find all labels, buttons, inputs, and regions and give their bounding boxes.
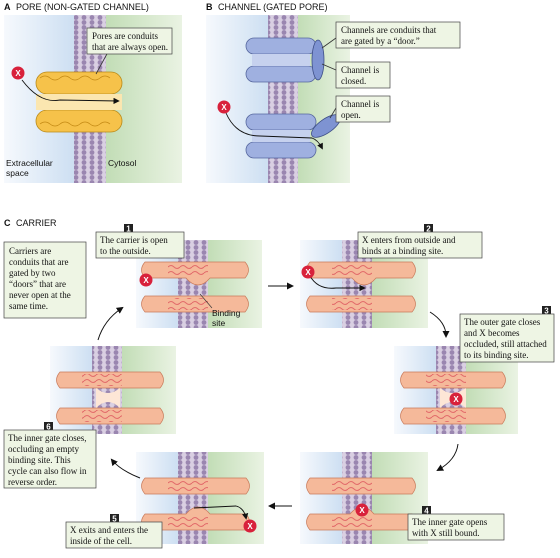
- arrow-6-to-1: [97, 306, 124, 341]
- svg-text:Channel is: Channel is: [341, 99, 380, 109]
- svg-text:to the outside.: to the outside.: [100, 246, 151, 256]
- svg-text:that are always open.: that are always open.: [92, 42, 168, 52]
- extracellular-label: Extracellular: [6, 158, 53, 168]
- closed-channel: [245, 37, 325, 83]
- step-2-callout: 2 X enters from outside and binds at a b…: [357, 224, 483, 259]
- svg-text:gated by two: gated by two: [9, 268, 56, 278]
- svg-text:same time.: same time.: [9, 301, 48, 311]
- x-marker: [11, 66, 25, 80]
- carrier-intro-callout: Carriers are conduits that are gated by …: [3, 241, 87, 319]
- x-marker: [139, 273, 153, 287]
- arrow-5-to-6: [110, 458, 141, 479]
- svg-text:open.: open.: [341, 110, 361, 120]
- panel-a-letter: A: [4, 2, 11, 12]
- svg-text:occluding an empty: occluding an empty: [8, 444, 79, 454]
- step-1-callout: 1 The carrier is open to the outside.: [95, 224, 185, 259]
- svg-text:with X still bound.: with X still bound.: [412, 528, 480, 538]
- step-6-callout: 6 The inner gate closes, occluding an em…: [3, 422, 97, 489]
- svg-text:Channels are conduits that: Channels are conduits that: [341, 25, 437, 35]
- svg-text:never open at the: never open at the: [9, 290, 71, 300]
- channel-flow-arrow: [225, 112, 323, 150]
- svg-text:conduits that are: conduits that are: [9, 257, 68, 267]
- panel-a: A PORE (NON-GATED CHANNEL) X Pores are c…: [4, 2, 182, 183]
- svg-text:2: 2: [426, 225, 431, 234]
- svg-text:The carrier is open: The carrier is open: [100, 235, 168, 245]
- panel-b-callout-door: Channels are conduits that are gated by …: [321, 21, 461, 49]
- pore-protein: [35, 71, 123, 133]
- svg-text:binding site. This: binding site. This: [8, 455, 71, 465]
- x-marker: [243, 519, 257, 533]
- svg-text:3: 3: [544, 307, 549, 316]
- panel-b-callout-closed: Channel is closed.: [321, 61, 391, 89]
- svg-text:X: X: [359, 506, 365, 515]
- svg-text:1: 1: [126, 225, 131, 234]
- svg-text:site: site: [212, 318, 226, 328]
- arrow-2-to-3: [429, 311, 450, 338]
- panel-c-title: CARRIER: [16, 218, 57, 228]
- x-marker: [301, 265, 315, 279]
- binding-site-label: Binding: [212, 308, 241, 318]
- svg-text:5: 5: [112, 515, 117, 524]
- cycle-arrows: [97, 282, 459, 510]
- svg-text:X exits and enters the: X exits and enters the: [70, 525, 148, 535]
- pore-flow-arrow: [21, 79, 120, 105]
- svg-text:X: X: [15, 69, 21, 78]
- svg-text:inside of the cell.: inside of the cell.: [70, 536, 132, 546]
- arrow-3-to-4: [436, 443, 459, 471]
- svg-text:Channel is: Channel is: [341, 65, 380, 75]
- svg-text:X: X: [305, 268, 311, 277]
- svg-text:4: 4: [424, 507, 429, 516]
- svg-text:are gated by a “door.”: are gated by a “door.”: [341, 36, 420, 46]
- svg-text:cycle can also flow in: cycle can also flow in: [8, 466, 87, 476]
- svg-text:X enters from outside and: X enters from outside and: [362, 235, 456, 245]
- svg-text:closed.: closed.: [341, 76, 366, 86]
- x-marker: [355, 503, 369, 517]
- svg-text:X: X: [247, 522, 253, 531]
- svg-text:The inner gate opens: The inner gate opens: [412, 517, 488, 527]
- svg-text:“doors” that are: “doors” that are: [9, 279, 66, 289]
- svg-text:The inner gate closes,: The inner gate closes,: [8, 433, 86, 443]
- carrier-state-6: [50, 346, 176, 434]
- x-marker: [217, 100, 231, 114]
- x-marker: [449, 392, 463, 406]
- open-channel: [245, 113, 341, 159]
- svg-text:space: space: [6, 168, 29, 178]
- svg-text:reverse order.: reverse order.: [8, 477, 57, 487]
- svg-text:X: X: [453, 395, 459, 404]
- carrier-state-5: X: [136, 452, 264, 544]
- panel-c-letter: C: [4, 218, 11, 228]
- svg-text:Pores are conduits: Pores are conduits: [92, 31, 158, 41]
- panel-b-title: CHANNEL (GATED PORE): [218, 2, 328, 12]
- svg-text:X: X: [143, 276, 149, 285]
- panel-a-callout: Pores are conduits that are always open.: [86, 27, 173, 75]
- svg-text:binds at a binding site.: binds at a binding site.: [362, 246, 443, 256]
- panel-c: C CARRIER Carriers are conduits that are…: [3, 218, 555, 549]
- svg-text:occluded, still attached: occluded, still attached: [464, 339, 547, 349]
- svg-text:6: 6: [46, 423, 51, 432]
- svg-text:X: X: [221, 103, 227, 112]
- svg-text:The outer gate closes: The outer gate closes: [464, 317, 541, 327]
- svg-text:Carriers are: Carriers are: [9, 246, 51, 256]
- svg-text:to its binding site.: to its binding site.: [464, 350, 529, 360]
- step-3-callout: 3 The outer gate closes and X becomes oc…: [459, 306, 555, 363]
- panel-b-letter: B: [206, 2, 213, 12]
- channel-door-closed: [311, 39, 325, 81]
- svg-text:and X becomes: and X becomes: [464, 328, 520, 338]
- panel-b: B CHANNEL (GATED PORE) X Channels are co…: [206, 2, 461, 183]
- panel-a-title: PORE (NON-GATED CHANNEL): [16, 2, 149, 12]
- cytosol-label: Cytosol: [108, 158, 136, 168]
- step-5-callout: 5 X exits and enters the inside of the c…: [65, 514, 163, 549]
- panel-b-callout-open: Channel is open.: [329, 95, 391, 123]
- step-4-callout: 4 The inner gate opens with X still boun…: [407, 506, 505, 541]
